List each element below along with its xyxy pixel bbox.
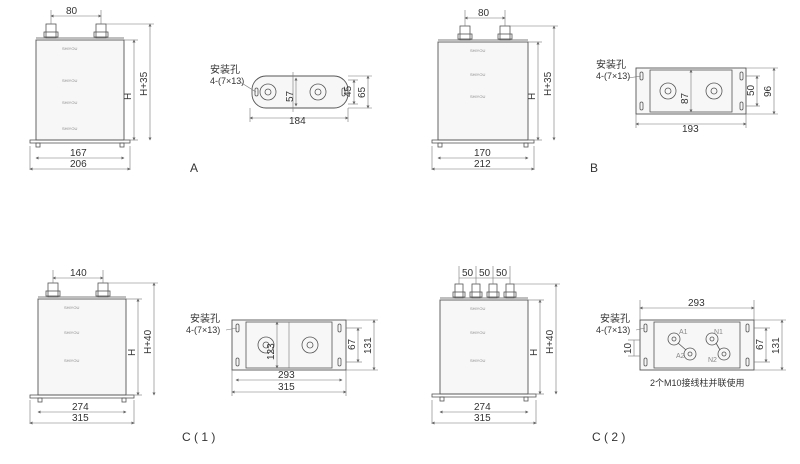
hole-note: 安装孔	[600, 312, 630, 325]
dim-bottom-inner: 170	[474, 148, 491, 159]
svg-text:SHIYOU: SHIYOU	[64, 358, 79, 363]
hole-spec: 4-(7×13)	[596, 325, 630, 335]
mounting-plate	[639, 319, 755, 371]
capacitor-body	[439, 299, 529, 395]
variant-label-c2: C ( 2 )	[592, 430, 625, 444]
mounting-hole	[254, 87, 259, 97]
hole-note: 安装孔	[210, 63, 240, 76]
hole-note: 安装孔	[190, 312, 220, 325]
hole-spec: 4-(7×13)	[186, 325, 220, 335]
dim-bottom-inner: 274	[474, 402, 491, 413]
dim-top: 80	[478, 8, 490, 19]
dim-length-outer: 315	[278, 382, 295, 393]
dim-outer: 131	[363, 337, 374, 354]
hole-note: 安装孔	[596, 58, 626, 71]
svg-text:SHIYOU: SHIYOU	[62, 78, 77, 83]
dim-height: H	[123, 93, 134, 100]
svg-text:SHIYOU: SHIYOU	[64, 305, 79, 310]
dim-outer: 96	[763, 85, 774, 97]
dim-mid: 57	[285, 90, 296, 102]
dim-outer: 131	[771, 337, 782, 354]
dim-length-inner: 293	[278, 370, 295, 381]
front-view-c1: SHIYOU SHIYOU SHIYOU 140 274 315 H H+40	[29, 268, 158, 425]
dim-top-b: 50	[479, 268, 491, 279]
svg-text:SHIYOU: SHIYOU	[62, 46, 77, 51]
svg-text:SHIYOU: SHIYOU	[470, 94, 485, 99]
dim-top: 80	[66, 6, 78, 17]
capacitor-body	[437, 41, 529, 141]
svg-text:SHIYOU: SHIYOU	[470, 306, 485, 311]
dim-top-c: 50	[496, 268, 508, 279]
dim-bottom-inner: 274	[72, 402, 89, 413]
dim-inner: 67	[755, 338, 766, 350]
dim-height: H	[529, 349, 540, 356]
plan-view-c1: 安装孔 4-(7×13) 293 315 123 67 131	[186, 312, 378, 396]
dim-height-total: H+35	[139, 71, 150, 96]
capacitor-body	[37, 298, 127, 396]
dim-height: H	[527, 93, 538, 100]
dim-bottom-inner: 167	[70, 148, 87, 159]
variant-c2: SHIYOU SHIYOU SHIYOU 50 50 50 274 315 H H+…	[431, 266, 786, 444]
dim-length: 193	[682, 124, 699, 135]
dim-inner: 67	[347, 338, 358, 350]
parallel-note: 2个M10接线柱并联使用	[650, 377, 745, 388]
terminal	[95, 23, 107, 39]
capacitor-body	[35, 39, 125, 141]
dim-mid: 123	[266, 343, 277, 360]
plan-view-c2: A1 N1 A2 N2 安装孔 4-(7×13) 293 10 67 131 2…	[596, 298, 786, 388]
dim-bottom-outer: 315	[72, 413, 89, 424]
dim-bottom-outer: 206	[70, 159, 87, 170]
svg-text:SHIYOU: SHIYOU	[64, 330, 79, 335]
dim-length: 293	[688, 298, 705, 309]
plan-view-b: 安装孔 4-(7×13) 193 87 50 96	[596, 58, 778, 135]
variant-label-b: B	[590, 161, 598, 175]
variant-a: SHIYOU SHIYOU SHIYOU SHIYOU 80 167 206 H H…	[29, 6, 372, 175]
dim-top-a: 50	[462, 268, 474, 279]
terminal-label-n1: N1	[714, 329, 723, 336]
dim-outer: 65	[357, 86, 368, 98]
hole-spec: 4-(7×13)	[210, 76, 244, 86]
variant-b: SHIYOU SHIYOU SHIYOU 80 170 212 H H+35 安装孔…	[431, 8, 778, 175]
dim-bottom-outer: 315	[474, 413, 491, 424]
mounting-plate	[251, 75, 349, 109]
front-view-a: SHIYOU SHIYOU SHIYOU SHIYOU 80 167 206 H H…	[29, 6, 154, 171]
variant-label-a: A	[190, 161, 198, 175]
terminal-label-a2: A2	[676, 353, 685, 360]
dim-length: 184	[289, 116, 306, 127]
dim-height-total: H+40	[545, 329, 556, 354]
svg-text:SHIYOU: SHIYOU	[470, 48, 485, 53]
terminal	[45, 23, 57, 39]
terminal-label-a1: A1	[679, 329, 688, 336]
svg-text:SHIYOU: SHIYOU	[470, 358, 485, 363]
dim-height-total: H+40	[143, 329, 154, 354]
dim-height-total: H+35	[543, 71, 554, 96]
dim-mid: 87	[680, 92, 691, 104]
svg-text:SHIYOU: SHIYOU	[470, 330, 485, 335]
svg-text:SHIYOU: SHIYOU	[470, 72, 485, 77]
front-view-c2: SHIYOU SHIYOU SHIYOU 50 50 50 274 315 H H+…	[431, 266, 560, 425]
plan-view-a: 安装孔 4-(7×13) 184 57 45 65	[210, 63, 372, 127]
dim-height: H	[127, 349, 138, 356]
front-view-b: SHIYOU SHIYOU SHIYOU 80 170 212 H H+35	[431, 8, 558, 171]
variant-label-c1: C ( 1 )	[182, 430, 215, 444]
terminal-label-n2: N2	[708, 357, 717, 364]
dim-inner: 45	[343, 85, 354, 97]
hole-spec: 4-(7×13)	[596, 71, 630, 81]
svg-text:SHIYOU: SHIYOU	[62, 100, 77, 105]
svg-text:SHIYOU: SHIYOU	[62, 126, 77, 131]
dim-inner: 50	[746, 84, 757, 96]
variant-c1: SHIYOU SHIYOU SHIYOU 140 274 315 H H+40 安装…	[29, 268, 378, 444]
dim-bottom-outer: 212	[474, 159, 491, 170]
dim-top: 140	[70, 268, 87, 279]
dim-left: 10	[623, 342, 634, 354]
mounting-hole	[341, 87, 346, 97]
